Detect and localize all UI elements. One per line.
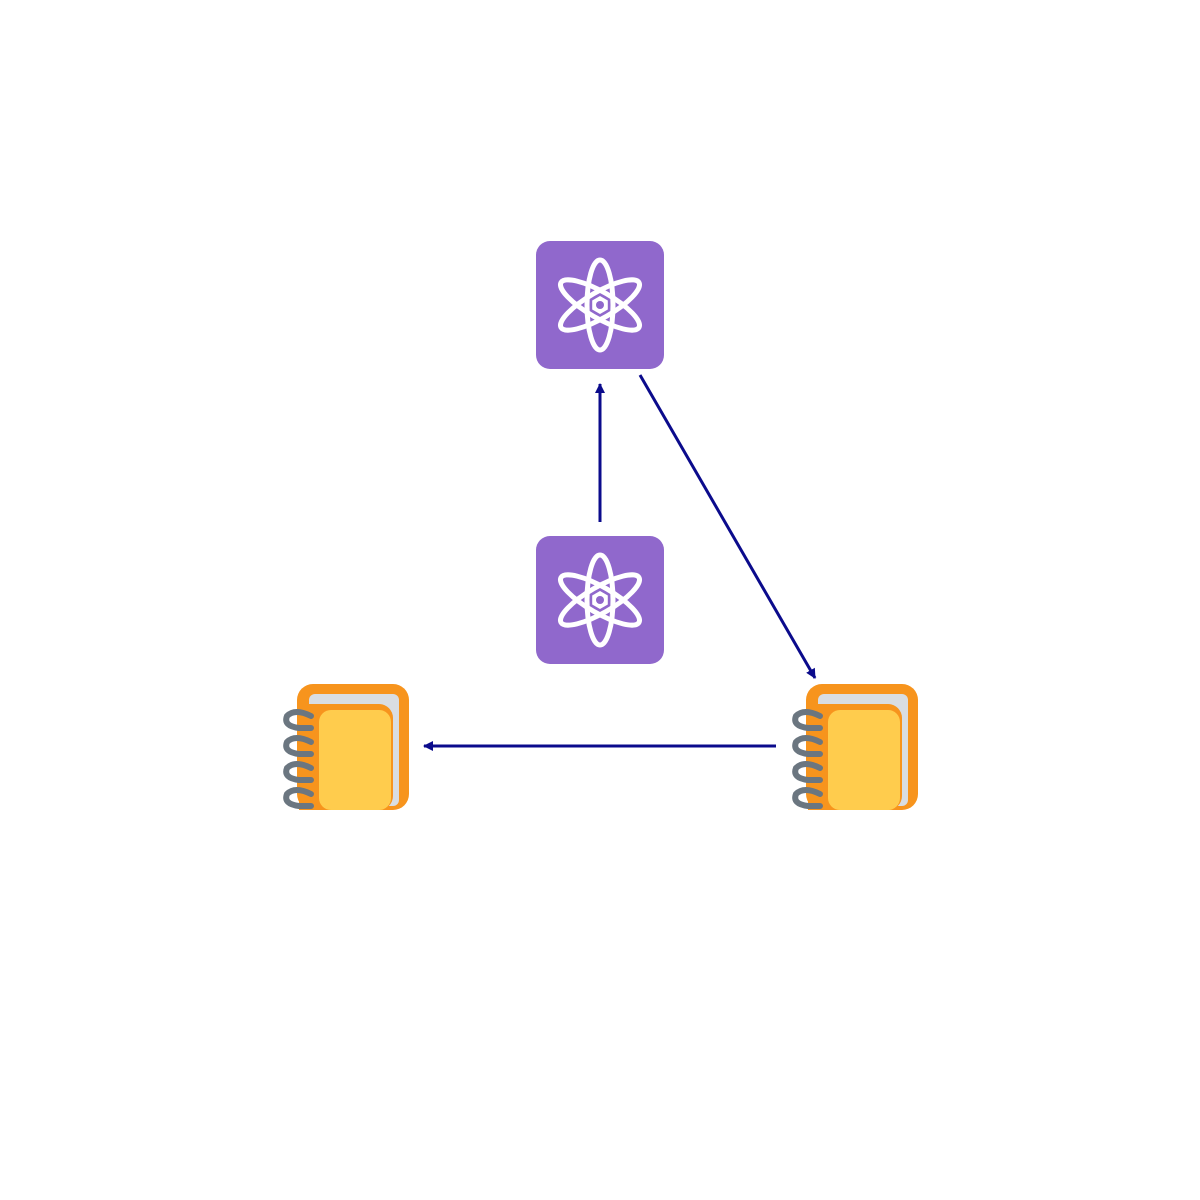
edges-group [423,374,817,751]
atom-icon [536,241,664,369]
nodes-group [286,241,918,810]
atom-icon [536,536,664,664]
notebook-icon [286,684,409,810]
notebook-icon [795,684,918,810]
edge-atom-top-to-notebook-right [638,374,817,679]
